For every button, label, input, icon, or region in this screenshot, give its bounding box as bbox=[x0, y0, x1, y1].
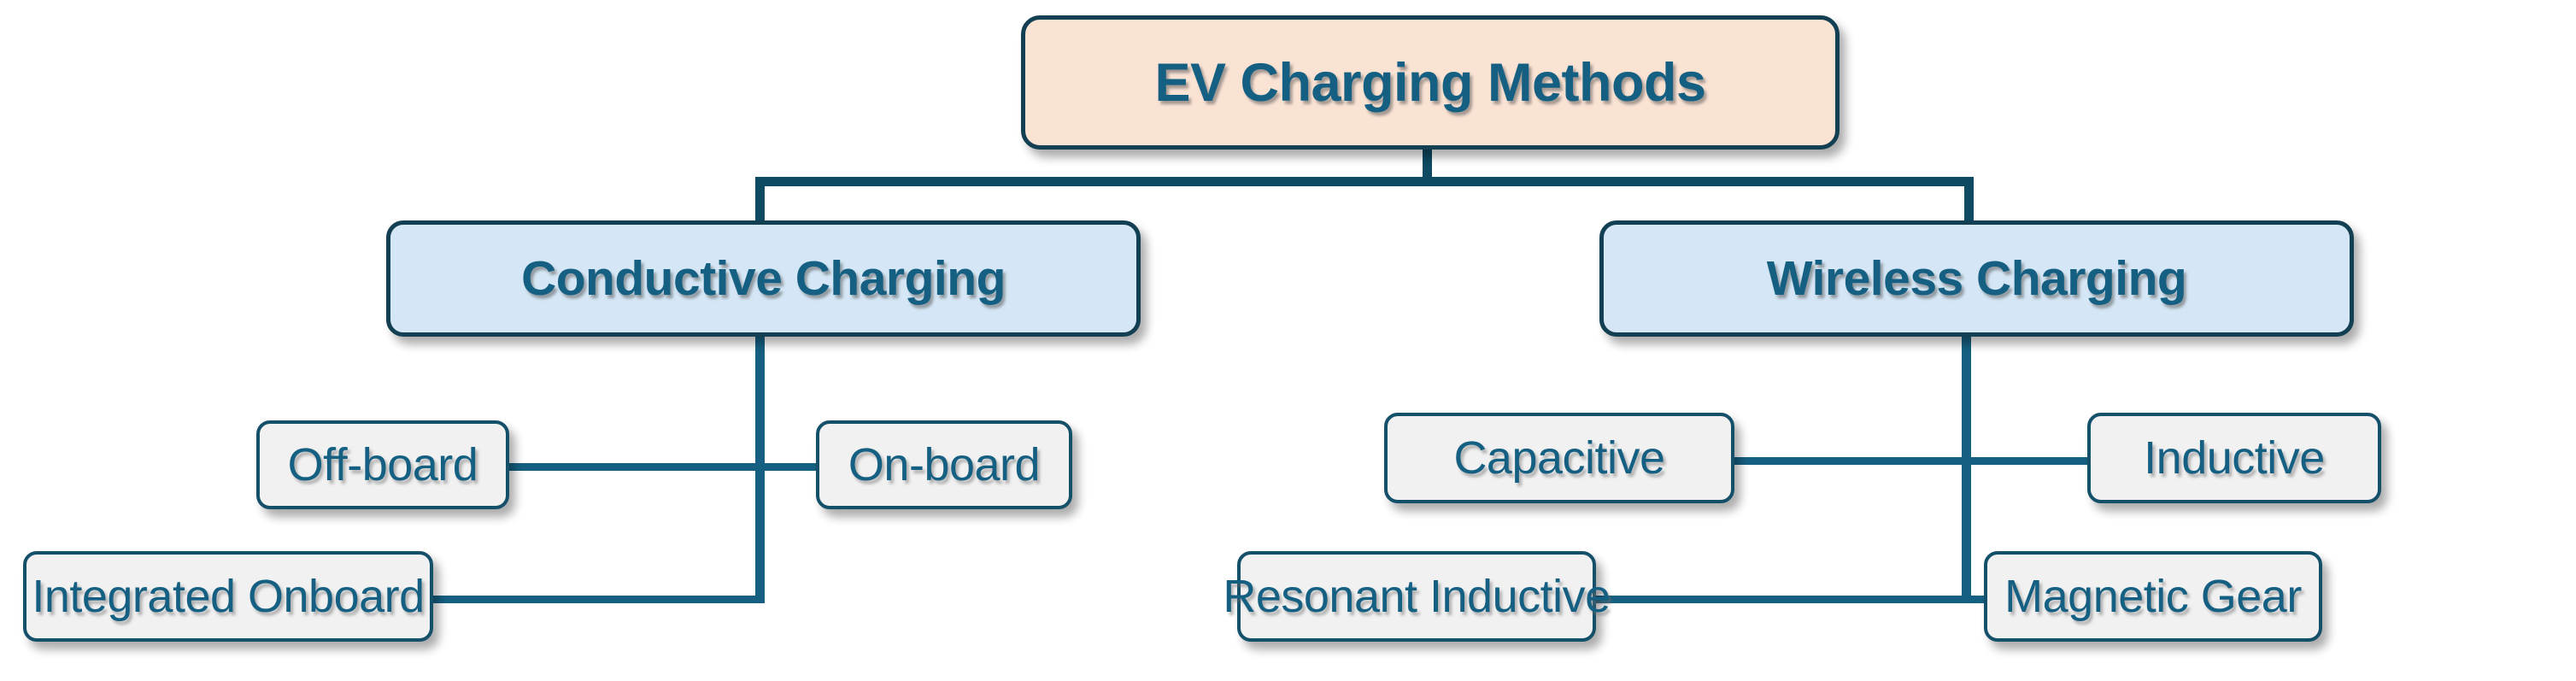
connector-branch-bus bbox=[755, 177, 1974, 186]
node-label-resonant-inductive: Resonant Inductive bbox=[1223, 571, 1611, 622]
node-capacitive[interactable]: Capacitive bbox=[1384, 413, 1734, 503]
node-label-capacitive: Capacitive bbox=[1453, 432, 1665, 484]
connector-capacitive-crossbar bbox=[1729, 457, 2092, 465]
connector-wireless-trunk bbox=[1962, 333, 1971, 603]
connector-bus-to-conductive bbox=[755, 177, 765, 225]
node-off-board[interactable]: Off-board bbox=[256, 420, 509, 509]
node-resonant-inductive[interactable]: Resonant Inductive bbox=[1223, 551, 1611, 642]
node-label-wireless-charging: Wireless Charging bbox=[1766, 251, 2187, 306]
node-label-inductive: Inductive bbox=[2144, 432, 2325, 484]
node-wireless-charging[interactable]: Wireless Charging bbox=[1599, 220, 2354, 337]
node-label-magnetic-gear: Magnetic Gear bbox=[2004, 571, 2302, 622]
node-ev-charging-methods[interactable]: EV Charging Methods bbox=[1021, 15, 1840, 150]
connector-bus-to-wireless bbox=[1964, 177, 1974, 225]
connector-integrated-onboard-elbow bbox=[427, 596, 762, 603]
node-label-off-board: Off-board bbox=[287, 439, 478, 490]
node-magnetic-gear[interactable]: Magnetic Gear bbox=[1984, 551, 2322, 642]
node-label-conductive-charging: Conductive Charging bbox=[521, 251, 1006, 306]
connector-resonant-magnetic-crossbar bbox=[1586, 596, 1989, 603]
connector-root-stem bbox=[1423, 147, 1432, 186]
node-conductive-charging[interactable]: Conductive Charging bbox=[386, 220, 1141, 337]
node-integrated-onboard[interactable]: Integrated Onboard bbox=[23, 551, 433, 642]
connector-offboard-onboard-crossbar bbox=[506, 463, 824, 471]
node-on-board[interactable]: On-board bbox=[816, 420, 1072, 509]
node-label-root: EV Charging Methods bbox=[1154, 52, 1706, 113]
node-label-on-board: On-board bbox=[848, 439, 1041, 490]
node-label-integrated-onboard: Integrated Onboard bbox=[32, 571, 425, 622]
node-inductive[interactable]: Inductive bbox=[2087, 413, 2381, 503]
